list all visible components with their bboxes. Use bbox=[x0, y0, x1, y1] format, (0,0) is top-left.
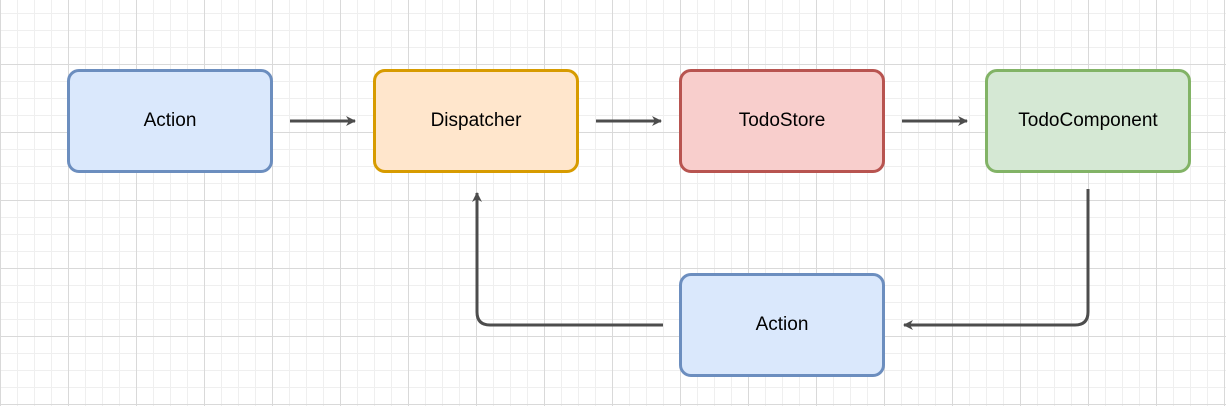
edge-todocomponent-to-action bbox=[903, 189, 1090, 330]
action-node-label: Action bbox=[143, 110, 197, 131]
action-feedback-node-label: Action bbox=[755, 314, 809, 335]
action-feedback-node[interactable]: Action bbox=[679, 273, 885, 377]
todo-component-node[interactable]: TodoComponent bbox=[985, 69, 1191, 173]
todo-store-node[interactable]: TodoStore bbox=[679, 69, 885, 173]
todo-component-node-label: TodoComponent bbox=[1018, 110, 1158, 131]
edge-action-to-dispatcher-feedback bbox=[472, 192, 663, 327]
todo-store-node-label: TodoStore bbox=[738, 110, 826, 131]
dispatcher-node[interactable]: Dispatcher bbox=[373, 69, 579, 173]
dispatcher-node-label: Dispatcher bbox=[430, 110, 522, 131]
action-node[interactable]: Action bbox=[67, 69, 273, 173]
